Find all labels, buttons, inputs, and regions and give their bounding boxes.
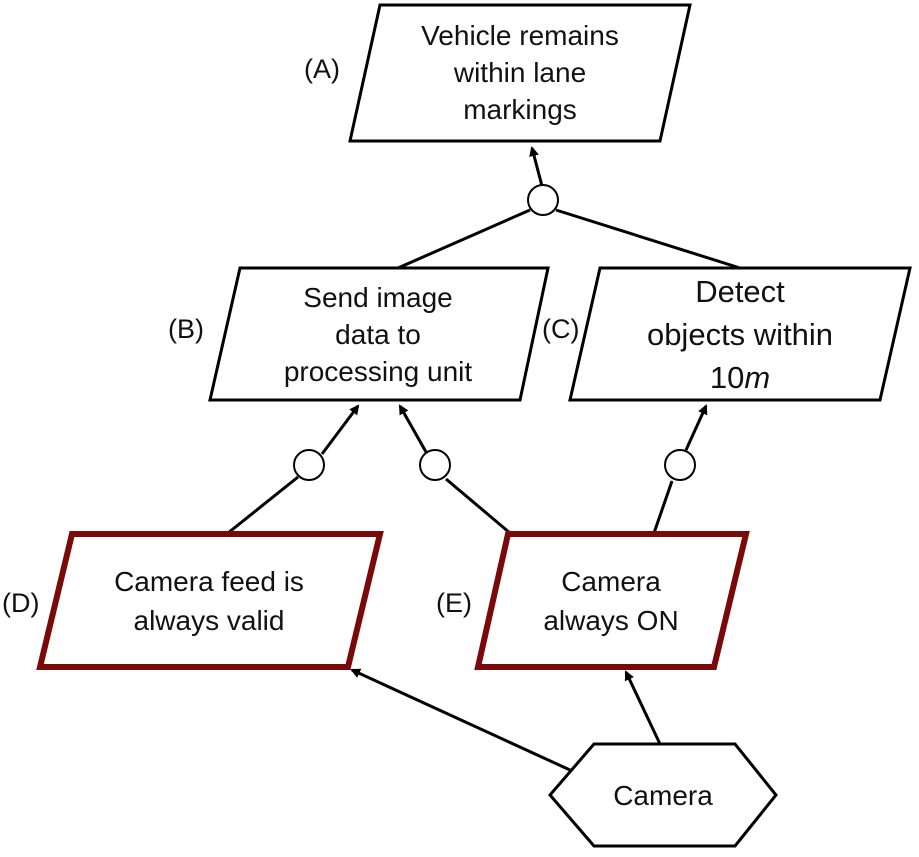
node-c-tag: (C) (542, 314, 579, 344)
node-d-line-1: Camera feed is (114, 566, 304, 597)
edge-e-to-junction-eb (445, 477, 511, 535)
node-a-line-3: markings (463, 94, 577, 125)
junction-a (527, 184, 559, 216)
node-b-line-1: Send image (303, 282, 452, 313)
edge-camera-to-e (624, 670, 662, 745)
node-a-line-2: within lane (453, 57, 586, 88)
node-d-line-2: always valid (134, 605, 285, 636)
goal-node-b: Send image data to processing unit (208, 266, 550, 402)
edge-d-to-junction-db (227, 475, 299, 535)
edges (227, 146, 741, 772)
node-b-line-2: data to (335, 319, 421, 350)
goal-node-c: Detect objects within 10m (568, 266, 912, 402)
junction-eb (419, 449, 451, 481)
edge-junction-db-to-b (320, 404, 360, 455)
node-e-line-2: always ON (543, 605, 678, 636)
camera-label: Camera (613, 780, 713, 811)
node-e-line-1: Camera (561, 566, 661, 597)
assumption-node-d: Camera feed is always valid (36, 531, 384, 670)
junctions (293, 184, 696, 481)
edge-b-to-junction-a (397, 208, 531, 270)
edge-junction-eb-to-b (398, 404, 428, 453)
node-e-tag: (E) (436, 588, 472, 618)
node-b-line-3: processing unit (284, 356, 473, 387)
node-a-tag: (A) (304, 54, 340, 84)
node-c-line-1: Detect (695, 274, 785, 309)
node-c-line-2: objects within (647, 317, 833, 352)
assumption-node-e: Camera always ON (474, 531, 750, 670)
edge-junction-ec-to-c (684, 404, 708, 451)
edge-camera-to-d (350, 668, 571, 772)
edge-junction-a-to-a (529, 146, 544, 187)
junction-ec (664, 449, 696, 481)
goal-node-a: Vehicle remains within lane markings (348, 3, 692, 143)
edge-e-to-junction-ec (652, 480, 674, 534)
component-camera: Camera (548, 742, 778, 848)
edge-c-to-junction-a (555, 208, 741, 270)
junction-db (293, 449, 325, 481)
node-d-tag: (D) (2, 588, 39, 618)
node-a-line-1: Vehicle remains (421, 20, 619, 51)
node-b-tag: (B) (168, 314, 204, 344)
node-c-line-3: 10m (710, 360, 770, 395)
